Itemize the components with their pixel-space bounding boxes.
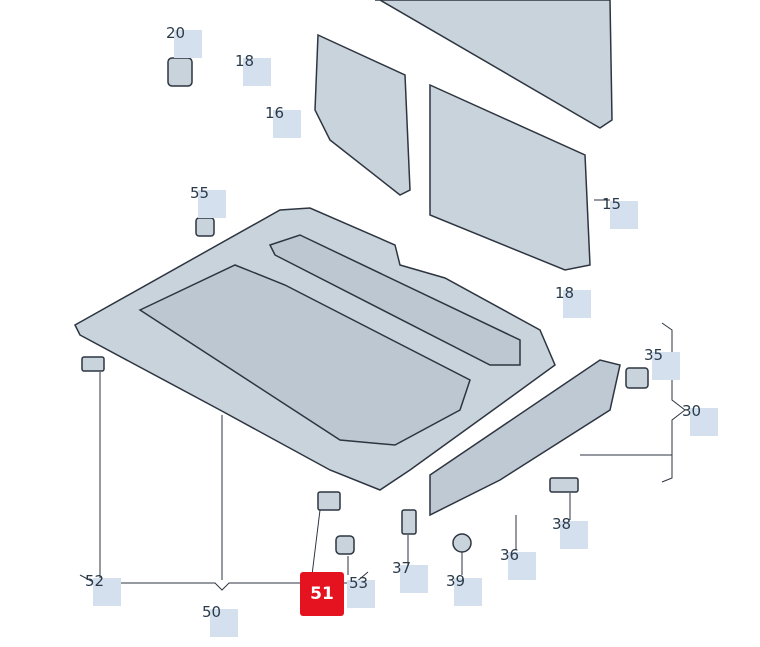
- callout-36[interactable]: 36: [500, 546, 536, 580]
- callout-text: 36: [500, 546, 520, 564]
- callout-text: 18: [555, 284, 575, 302]
- callout-text: 30: [682, 402, 702, 420]
- callout-38[interactable]: 38: [552, 515, 588, 549]
- callout-text: 50: [202, 603, 222, 621]
- callout-55[interactable]: 55: [190, 184, 226, 218]
- callout-text: 55: [190, 184, 210, 202]
- shelf-recess-2: [268, 234, 521, 366]
- callout-30[interactable]: 30: [682, 402, 718, 436]
- trim-30: [429, 359, 621, 517]
- plug-39: [452, 533, 472, 553]
- callout-18[interactable]: 18: [235, 52, 271, 86]
- callout-37[interactable]: 37: [392, 559, 428, 593]
- clip-37: [401, 509, 417, 535]
- callout-text: 35: [644, 346, 664, 364]
- callout-20[interactable]: 20: [166, 24, 202, 58]
- callout-16[interactable]: 16: [265, 104, 301, 138]
- clip-20: [167, 57, 193, 87]
- callout-text: 38: [552, 515, 572, 533]
- clip-38: [549, 477, 579, 493]
- shelf-recess-1: [138, 264, 471, 446]
- callout-text: 37: [392, 559, 412, 577]
- callout-text: 39: [446, 572, 466, 590]
- side-panel-16: [314, 33, 411, 196]
- callout-35[interactable]: 35: [644, 346, 680, 380]
- callout-text: 15: [602, 195, 622, 213]
- clip-53: [335, 535, 355, 555]
- callout-15[interactable]: 15: [602, 195, 638, 229]
- callout-text: 18: [235, 52, 255, 70]
- callout-53[interactable]: 53: [347, 574, 375, 608]
- clip-51: [317, 491, 341, 511]
- callout-text: 20: [166, 24, 186, 42]
- clip-35: [625, 367, 649, 389]
- side-panel-15: [429, 83, 591, 271]
- callout-text: 52: [85, 572, 105, 590]
- clip-55: [195, 217, 215, 237]
- clip-52: [81, 356, 105, 372]
- callout-39[interactable]: 39: [446, 572, 482, 606]
- callout-text: 16: [265, 104, 285, 122]
- callout-50[interactable]: 50: [202, 603, 238, 637]
- callout-51-highlighted[interactable]: 51: [300, 572, 344, 616]
- upper-panel: [375, 0, 613, 129]
- callout-text: 53: [349, 574, 369, 592]
- callout-18-lower[interactable]: 18: [555, 284, 591, 318]
- callout-52[interactable]: 52: [85, 572, 121, 606]
